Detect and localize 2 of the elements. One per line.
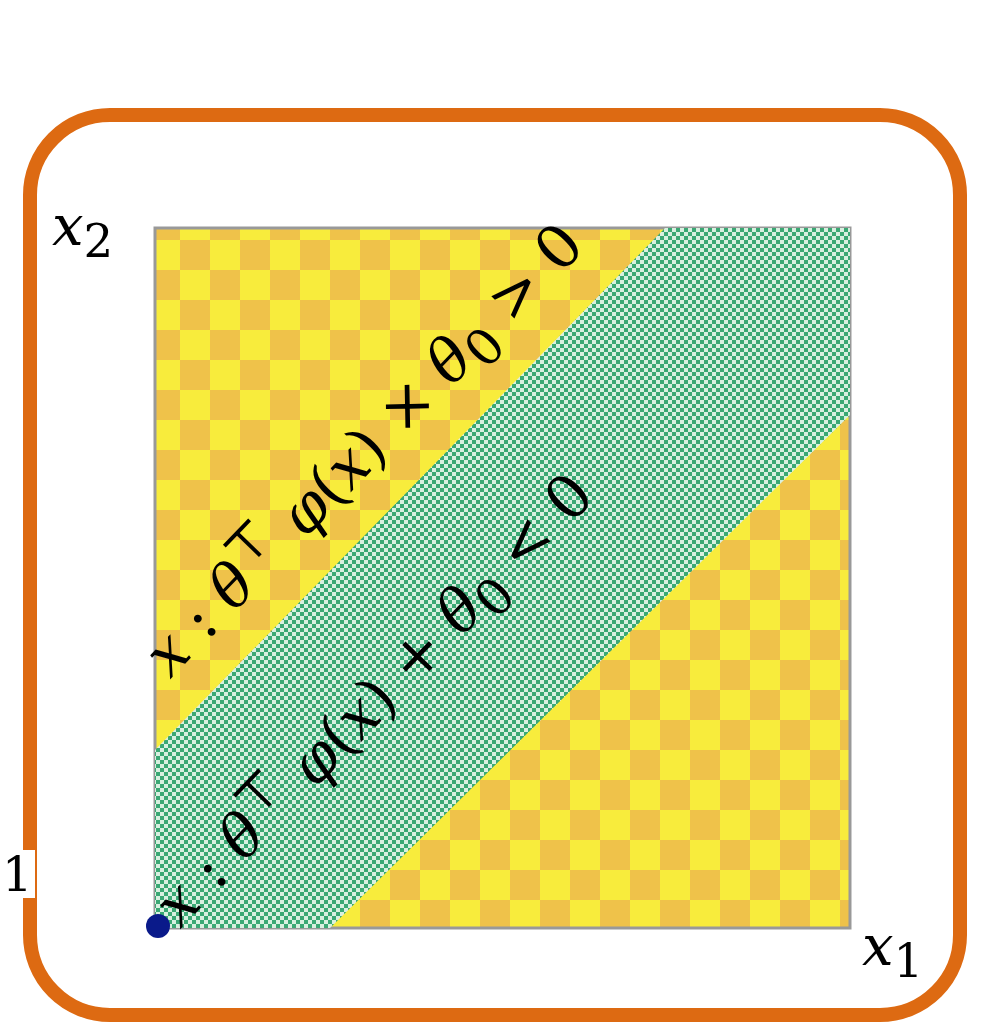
axis-label: x$_{2}$ — [52, 198, 114, 265]
axis-label: x$_{1}$ — [862, 918, 924, 985]
